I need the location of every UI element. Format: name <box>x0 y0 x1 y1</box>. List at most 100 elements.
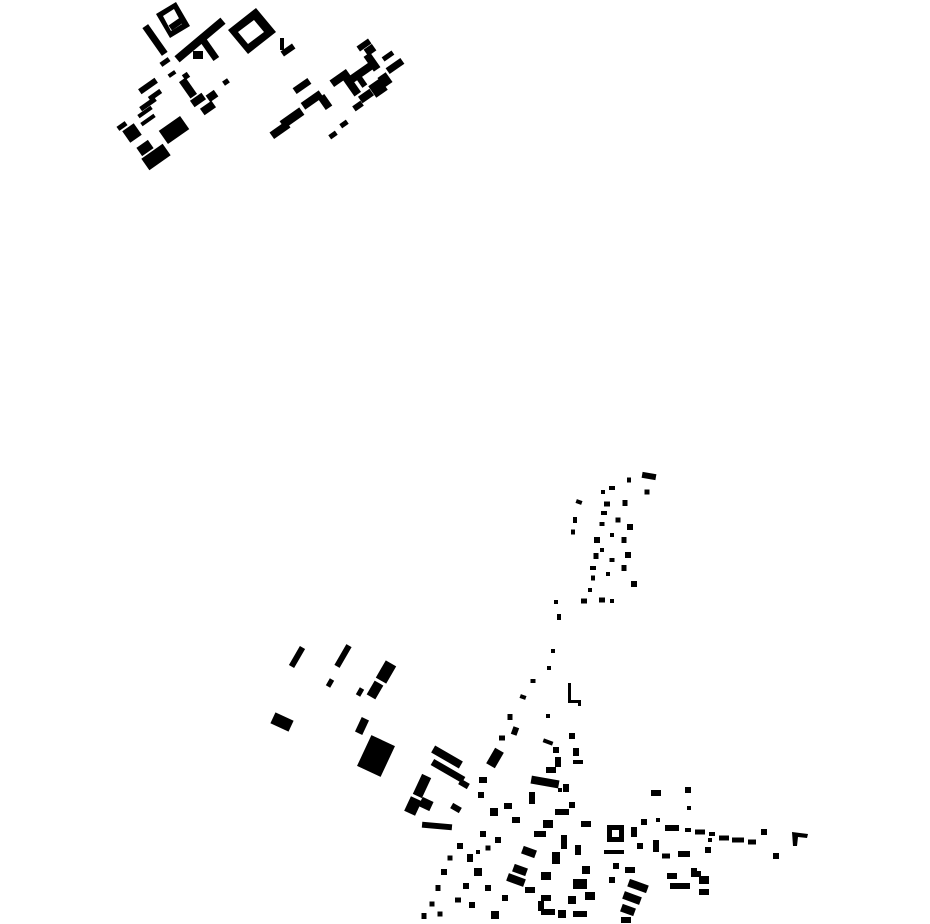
building <box>168 17 184 31</box>
building <box>485 885 491 891</box>
building <box>555 757 561 767</box>
building <box>547 666 551 670</box>
building <box>590 566 596 570</box>
building <box>512 863 528 877</box>
building <box>594 537 600 543</box>
building <box>474 868 482 876</box>
building <box>546 714 550 718</box>
building <box>375 660 397 684</box>
building <box>585 892 595 900</box>
building <box>588 588 592 592</box>
building <box>457 843 463 849</box>
building <box>222 78 230 86</box>
building <box>430 758 466 784</box>
building <box>269 120 291 140</box>
building <box>437 911 443 917</box>
building <box>116 121 128 131</box>
building <box>621 537 627 543</box>
building <box>571 529 575 535</box>
building <box>178 77 198 99</box>
building <box>622 891 642 905</box>
building <box>512 817 520 823</box>
building <box>609 486 615 490</box>
building <box>621 565 627 571</box>
building <box>541 872 551 880</box>
building <box>575 845 581 855</box>
building <box>381 50 395 62</box>
building <box>189 92 207 108</box>
building <box>122 123 142 143</box>
building <box>534 831 546 837</box>
building <box>708 838 712 842</box>
building <box>429 901 435 907</box>
building <box>181 71 191 81</box>
building <box>573 517 577 523</box>
building <box>363 43 377 57</box>
building <box>719 835 729 841</box>
building <box>606 572 610 576</box>
building <box>662 853 670 859</box>
building <box>300 90 324 110</box>
building <box>653 840 659 852</box>
building <box>486 747 504 769</box>
building <box>357 735 395 777</box>
building-square <box>607 825 624 842</box>
building <box>569 733 575 739</box>
building <box>478 792 484 798</box>
building <box>691 871 701 877</box>
building <box>159 57 171 67</box>
building <box>354 717 370 735</box>
building <box>561 835 567 849</box>
building <box>455 897 461 903</box>
building <box>450 802 462 814</box>
building <box>385 57 405 75</box>
building <box>404 796 422 816</box>
building <box>542 738 554 746</box>
building <box>582 866 590 874</box>
north-building-cluster <box>116 17 405 171</box>
building <box>357 88 375 104</box>
building <box>543 820 553 828</box>
building <box>325 678 335 688</box>
building <box>546 767 556 773</box>
building <box>581 598 587 604</box>
building <box>502 895 508 901</box>
building <box>476 850 480 854</box>
building <box>529 792 535 804</box>
building <box>525 887 535 893</box>
building <box>631 827 637 837</box>
building <box>705 847 711 853</box>
building <box>339 119 349 129</box>
building <box>499 735 505 741</box>
building <box>581 821 591 827</box>
building <box>366 680 384 700</box>
building <box>575 499 583 505</box>
building <box>609 877 615 883</box>
building <box>441 869 447 875</box>
building <box>348 60 376 84</box>
building <box>691 868 697 872</box>
building <box>610 533 614 537</box>
building <box>644 489 650 495</box>
building <box>678 851 690 857</box>
building <box>507 714 513 720</box>
building <box>609 558 615 562</box>
building <box>519 694 527 700</box>
building <box>687 806 691 810</box>
building <box>142 24 168 56</box>
building <box>748 839 756 845</box>
building <box>463 883 469 889</box>
building <box>506 873 526 887</box>
building <box>317 93 333 111</box>
building <box>447 855 453 861</box>
building <box>573 879 587 889</box>
building <box>670 883 690 889</box>
building <box>421 913 427 919</box>
building <box>558 788 562 792</box>
building <box>601 511 607 515</box>
building <box>569 802 575 808</box>
building <box>641 819 647 825</box>
building <box>551 649 555 653</box>
building <box>665 825 679 831</box>
